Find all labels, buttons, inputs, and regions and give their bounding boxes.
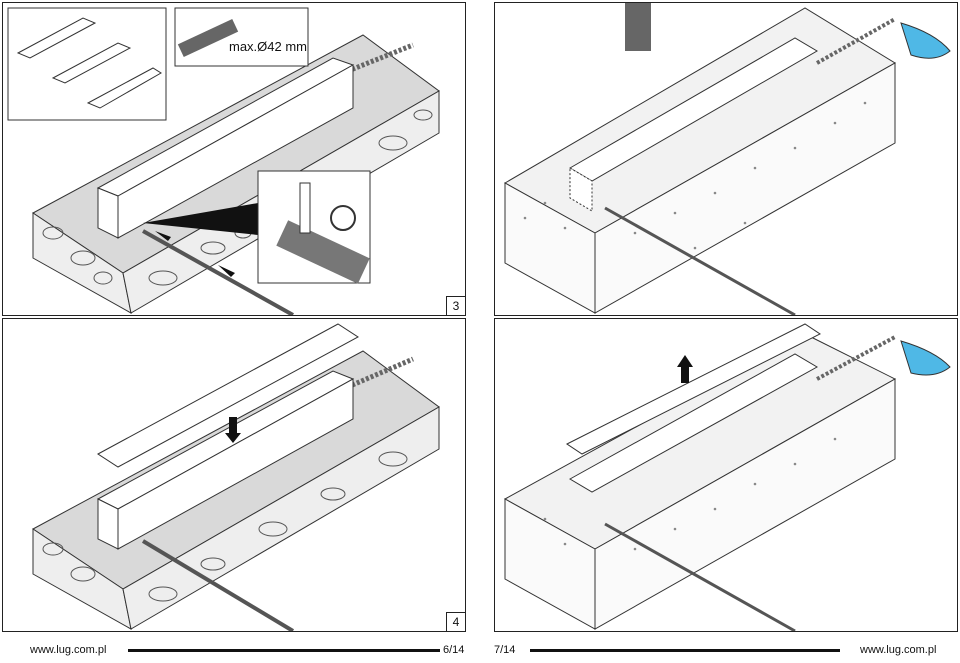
arrow-left-icon	[155, 231, 171, 241]
panel-bottom-right	[494, 318, 958, 632]
page-number: 7/14	[494, 644, 516, 656]
footer-left: www.lug.com.pl 6/14	[0, 639, 470, 661]
illustration-step-4	[32, 323, 440, 631]
cable-tie-icon	[330, 205, 356, 231]
page-number: 6/14	[443, 644, 465, 656]
panel-top-right	[494, 2, 958, 316]
illustration-step-3	[7, 7, 440, 315]
illustration-concrete-pour	[503, 3, 951, 315]
arrow-up-icon	[681, 365, 689, 383]
max-diameter-label: max.Ø42 mm	[229, 39, 308, 54]
step-number: 4	[446, 612, 465, 631]
footer-url[interactable]: www.lug.com.pl	[860, 644, 937, 656]
footer-url[interactable]: www.lug.com.pl	[30, 644, 107, 656]
panel-step-4: 4	[2, 318, 466, 632]
illustration-lid-removal	[503, 323, 951, 631]
arrow-down-icon	[229, 417, 237, 435]
water-puddle-icon	[900, 22, 951, 59]
step-number: 3	[446, 296, 465, 315]
footer-right: 7/14 www.lug.com.pl	[490, 639, 960, 661]
panel-step-3: max.Ø42 mm 3	[2, 2, 466, 316]
